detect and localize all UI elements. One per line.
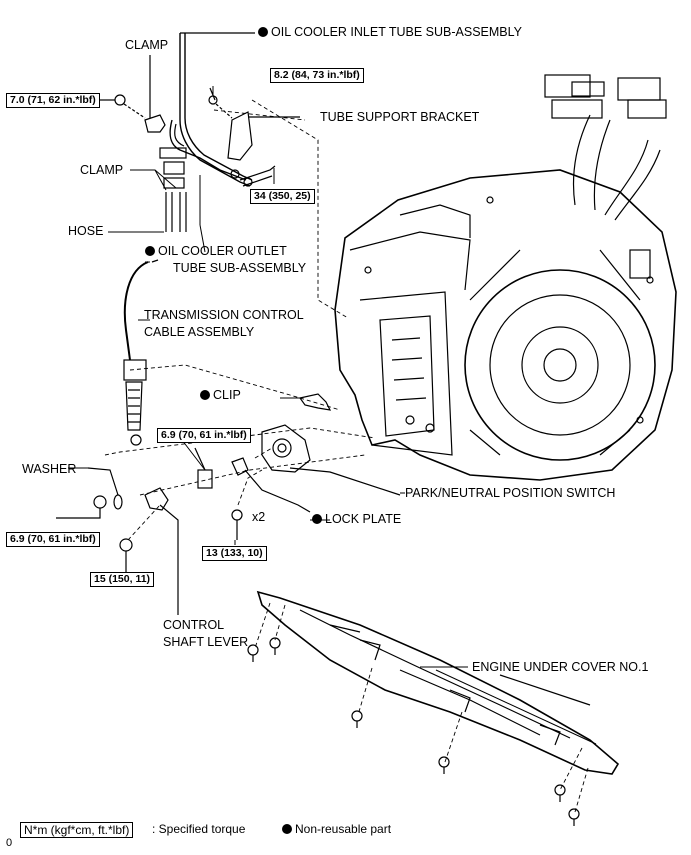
clip-label: CLIP xyxy=(200,388,241,403)
transmission-cable-line2: CABLE ASSEMBLY xyxy=(144,325,255,339)
tube-support-bracket-label: TUBE SUPPORT BRACKET xyxy=(320,110,480,124)
lock-plate-part xyxy=(231,457,311,513)
oil-cooler-outlet-label: OIL COOLER OUTLET xyxy=(145,244,287,259)
legend-torque-unit: N*m (kgf*cm, ft.*lbf) xyxy=(20,822,134,838)
clamp-top-label: CLAMP xyxy=(125,38,169,52)
lock-plate-text: LOCK PLATE xyxy=(325,512,402,526)
hose-label: HOSE xyxy=(68,224,104,238)
corner-mark: 0 xyxy=(6,837,13,849)
x2-label: x2 xyxy=(252,510,266,524)
lever-hardware xyxy=(56,447,243,615)
tube-union-torque: 34 (350, 25) xyxy=(250,189,315,204)
control-shaft-line2: SHAFT LEVER xyxy=(163,635,249,649)
oil-cooler-outlet-line1: OIL COOLER OUTLET xyxy=(158,244,287,258)
hoses xyxy=(165,192,187,232)
non-reusable-dot-icon xyxy=(312,514,322,524)
clamp-mid-label: CLAMP xyxy=(80,163,124,177)
oil-cooler-inlet-label: OIL COOLER INLET TUBE SUB-ASSEMBLY xyxy=(258,25,522,40)
oil-cooler-tubes xyxy=(159,32,276,189)
oil-cooler-outlet-line2: TUBE SUB-ASSEMBLY xyxy=(173,261,307,275)
wire-harness xyxy=(544,74,667,279)
non-reusable-dot-icon xyxy=(282,824,292,834)
clip-part xyxy=(298,393,332,411)
legend-nonreusable: Non-reusable part xyxy=(282,822,391,837)
legend-nonreusable-text: Non-reusable part xyxy=(295,822,392,836)
lock-bolt-torque: 13 (133, 10) xyxy=(202,546,267,561)
transmission-assembly xyxy=(334,169,677,481)
non-reusable-dot-icon xyxy=(145,246,155,256)
tube-support-bracket-part xyxy=(208,87,300,161)
park-neutral-switch-part xyxy=(261,424,401,496)
clamp-bolt-torque: 7.0 (71, 62 in.*lbf) xyxy=(6,93,100,108)
park-neutral-switch-label: PARK/NEUTRAL POSITION SWITCH xyxy=(405,486,616,500)
transmission-cable-line1: TRANSMISSION CONTROL xyxy=(144,308,304,322)
non-reusable-dot-icon xyxy=(200,390,210,400)
transmission-control-cable xyxy=(123,259,159,446)
engine-under-cover-part xyxy=(247,590,620,826)
switch-nut-torque: 6.9 (70, 61 in.*lbf) xyxy=(157,428,251,443)
cable-nut-torque: 15 (150, 11) xyxy=(90,572,155,587)
bracket-bolt-torque: 8.2 (84, 73 in.*lbf) xyxy=(270,68,364,83)
non-reusable-dot-icon xyxy=(258,27,268,37)
engine-under-cover-label: ENGINE UNDER COVER NO.1 xyxy=(472,660,649,674)
lever-nut-torque: 6.9 (70, 61 in.*lbf) xyxy=(6,532,100,547)
clamp-top-part xyxy=(144,55,166,133)
oil-cooler-inlet-text: OIL COOLER INLET TUBE SUB-ASSEMBLY xyxy=(271,25,523,39)
control-shaft-line1: CONTROL xyxy=(163,618,225,632)
legend-torque-text: : Specified torque xyxy=(152,822,246,836)
clip-text: CLIP xyxy=(213,388,241,402)
washer-label: WASHER xyxy=(22,462,77,476)
lock-plate-label: LOCK PLATE xyxy=(312,512,401,527)
guide-lines xyxy=(104,99,589,813)
